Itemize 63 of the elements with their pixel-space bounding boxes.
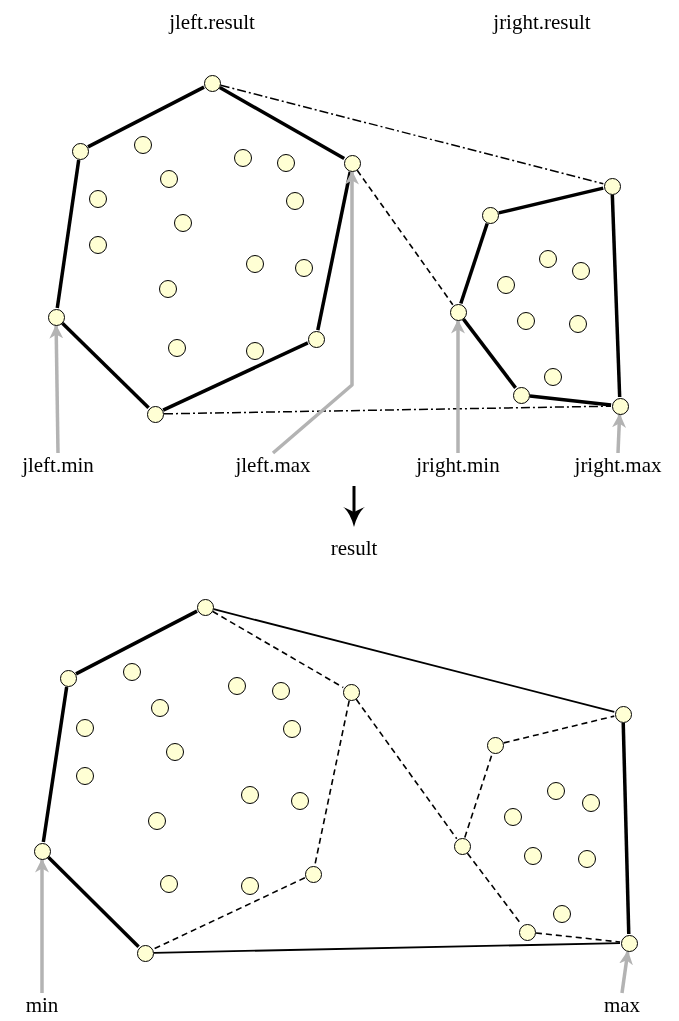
hull-edge: [212, 608, 616, 713]
hull-edge: [153, 942, 621, 954]
hull-edge: [41, 686, 69, 843]
point-label: jright.max: [574, 453, 662, 477]
point-label: jleft.max: [235, 453, 311, 477]
hull-vertex: [33, 842, 51, 860]
hull-vertex: [449, 303, 467, 321]
hull-vertex: [342, 683, 360, 701]
hull-edge: [498, 186, 604, 215]
hull-vertex: [620, 934, 638, 952]
hull-edge: [87, 85, 205, 149]
hull-vertex: [59, 669, 77, 687]
figure-title: jleft.result: [169, 10, 255, 34]
hull-vertex: [307, 330, 325, 348]
leader-arrow: [612, 413, 627, 454]
hull-edge: [219, 84, 605, 185]
point-label: min: [25, 993, 59, 1017]
hull-vertex: [196, 598, 214, 616]
hull-vertex: [453, 837, 471, 855]
point-label: max: [603, 993, 641, 1017]
leader-arrow: [49, 324, 64, 454]
hull-edge: [314, 700, 350, 866]
hull-edge: [610, 194, 622, 398]
hull-edge: [163, 405, 612, 415]
hull-vertex: [203, 74, 221, 92]
hull-vertex: [481, 206, 499, 224]
leader-arrow: [271, 170, 359, 455]
point-label: jright.min: [416, 453, 500, 477]
hull-edge: [502, 715, 616, 744]
hull-edge: [529, 394, 612, 407]
hull-vertex: [47, 308, 65, 326]
step-label: result: [330, 536, 378, 560]
hull-vertex: [304, 865, 322, 883]
hull-edge: [356, 169, 454, 306]
hull-edge: [462, 318, 517, 389]
hull-edge: [75, 609, 198, 676]
hull-edge: [459, 223, 489, 304]
hull-vertex: [343, 154, 361, 172]
hull-edge: [55, 159, 81, 309]
hull-vertex: [614, 705, 632, 723]
hull-edge: [218, 85, 346, 161]
point-label: jleft.min: [22, 453, 94, 477]
hull-vertex: [512, 386, 530, 404]
hull-edge: [162, 341, 309, 412]
hull-edge: [152, 877, 306, 950]
hull-vertex: [603, 177, 621, 195]
leader-arrow: [451, 319, 465, 453]
hull-vertex: [611, 397, 629, 415]
figure-title: jright.result: [493, 10, 591, 34]
leader-arrow: [35, 858, 49, 993]
hull-edge: [61, 322, 150, 409]
leader-arrow: [619, 950, 633, 994]
hull-edge: [621, 722, 631, 935]
hull-vertex: [146, 405, 164, 423]
hull-edge: [316, 171, 352, 331]
hull-edge: [535, 932, 621, 943]
hull-vertex: [136, 944, 154, 962]
hull-edge: [47, 856, 140, 948]
hull-vertex: [71, 142, 89, 160]
hull-vertex: [518, 923, 536, 941]
hull-edge: [212, 610, 345, 689]
hull-edge: [355, 698, 458, 840]
hull-vertex: [486, 736, 504, 754]
